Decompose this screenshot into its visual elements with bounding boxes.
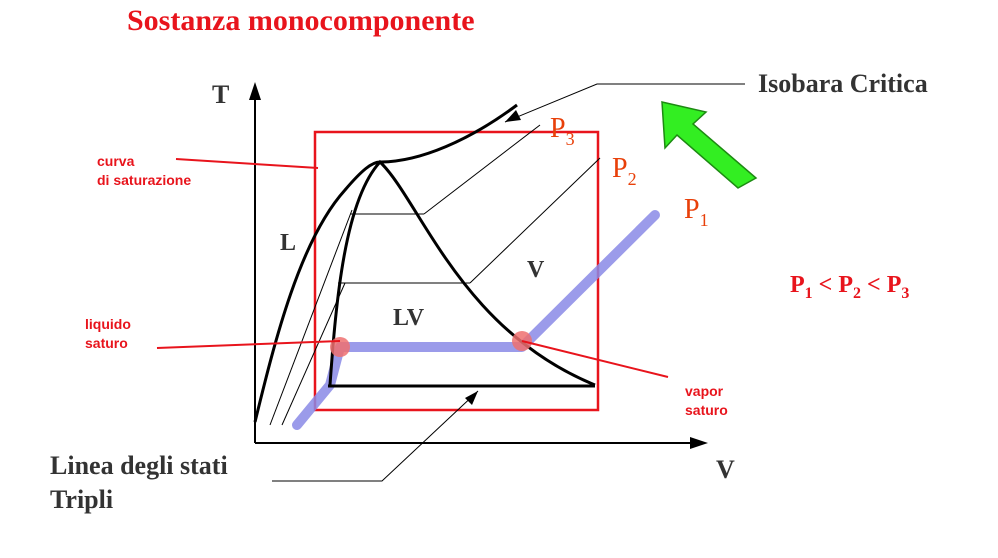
critical-isobar-leader [504, 83, 745, 123]
triple-line-leader-arrow-icon [465, 391, 478, 405]
isobar-label-p1: P1 [684, 194, 709, 230]
critical-isobar-leader-arrow-icon [505, 110, 521, 122]
isobar-p3-liquid [269, 209, 353, 426]
saturated-liquid-leader [156, 340, 341, 349]
x-axis-label: V [716, 455, 735, 484]
triple-line-label: Linea degli stati Tripli [50, 451, 234, 514]
increasing-pressure-arrow-icon [661, 101, 758, 189]
saturated-liquid-point [330, 337, 350, 357]
isobar-p2-liquid [281, 282, 346, 426]
isobar-label-p2: P2 [612, 153, 637, 189]
saturation-curve [328, 159, 596, 387]
triple-line-leader [272, 390, 479, 482]
saturation-curve-leader [175, 158, 319, 169]
saturated-vapor-label: vapor saturo [685, 383, 728, 418]
isobar-label-p3: P3 [550, 113, 575, 149]
region-label-liquid: L [280, 230, 296, 256]
pressure-relation: P1 < P2 < P3 [790, 272, 909, 302]
saturation-curve-label: curva di saturazione [97, 153, 191, 188]
saturated-liquid-label: liquido saturo [85, 316, 135, 351]
page-title: Sostanza monocomponente [127, 4, 475, 37]
critical-isobar-label: Isobara Critica [758, 69, 928, 98]
critical-isobar-curve [253, 103, 518, 423]
y-axis-label: T [212, 80, 229, 109]
isobar-p2-vapor [469, 157, 601, 284]
region-label-liquid-vapor: LV [393, 305, 425, 331]
x-axis-arrow-icon [690, 437, 708, 449]
isobar-p3-vapor [423, 124, 541, 215]
saturated-vapor-leader [521, 340, 669, 378]
y-axis-arrow-icon [249, 82, 261, 100]
region-label-vapor: V [527, 257, 545, 283]
